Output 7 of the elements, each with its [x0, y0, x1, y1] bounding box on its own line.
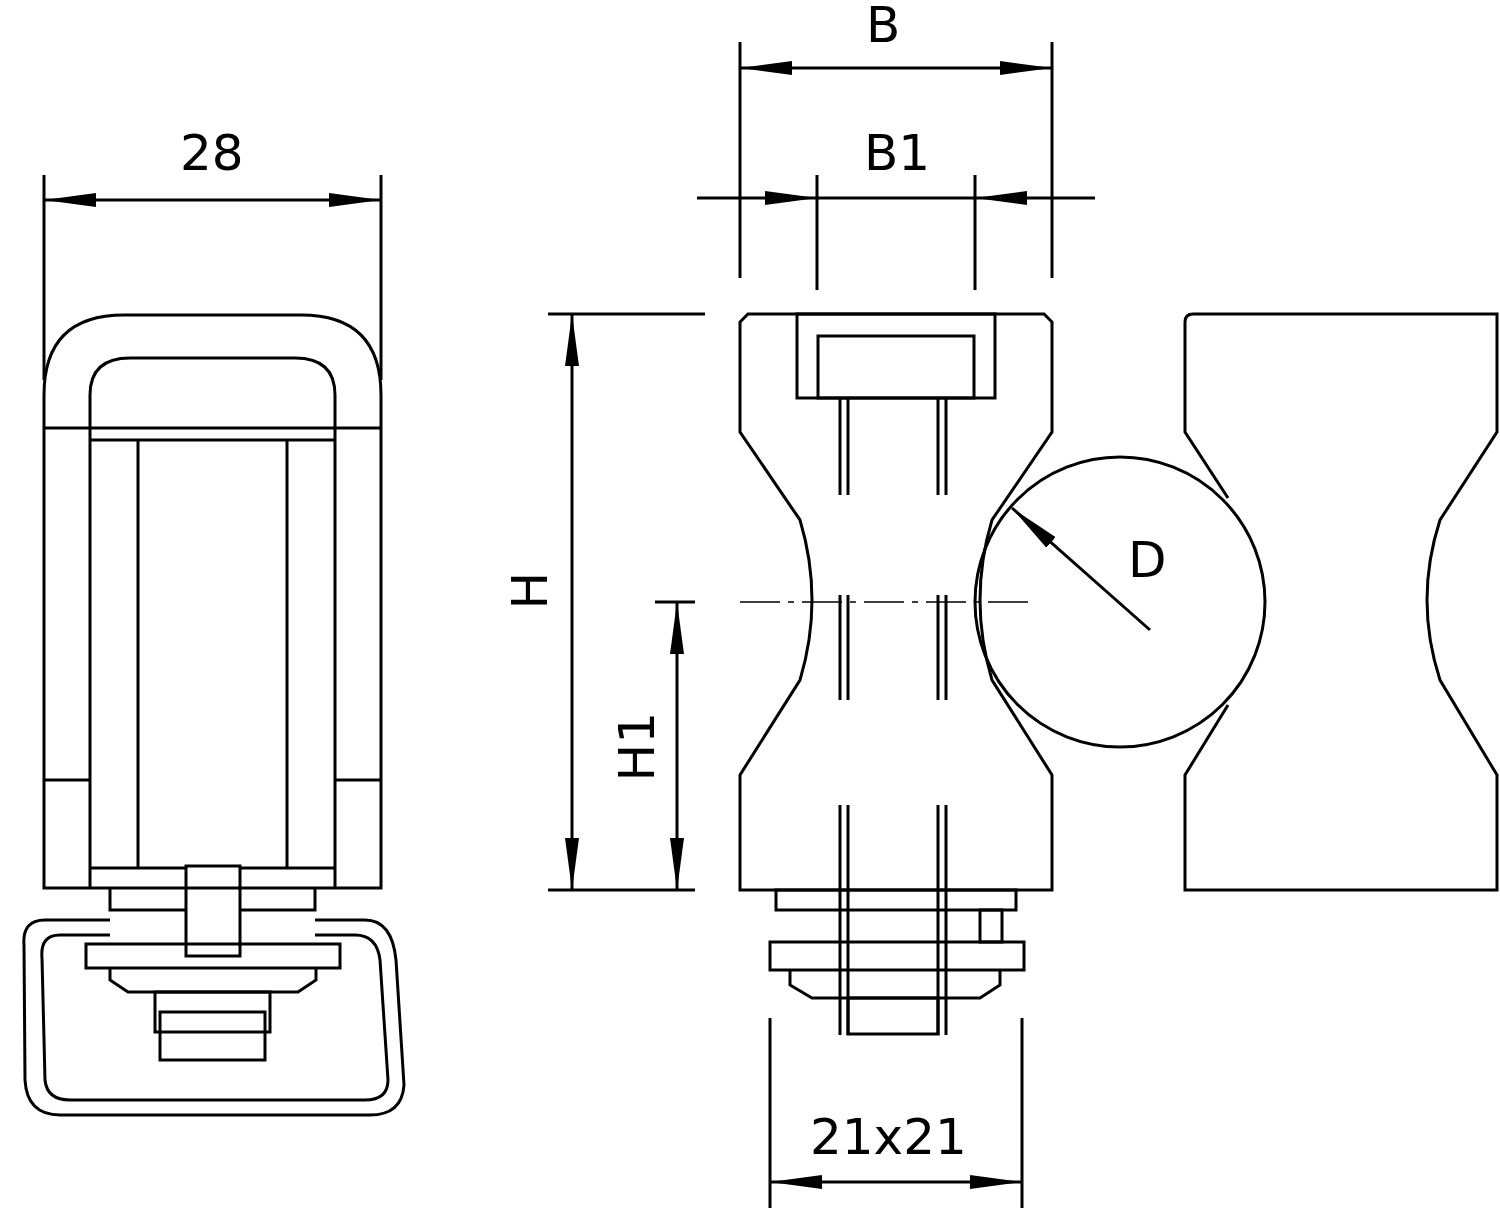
dimension-label: B — [866, 0, 901, 50]
dimension-label: 28 — [180, 128, 244, 178]
dimension-label: D — [1128, 535, 1167, 585]
dimension-label: B1 — [864, 128, 931, 178]
dimension-label: 21x21 — [810, 1112, 967, 1162]
dimension-label: H1 — [612, 712, 662, 782]
dimension-label: H — [505, 572, 555, 610]
